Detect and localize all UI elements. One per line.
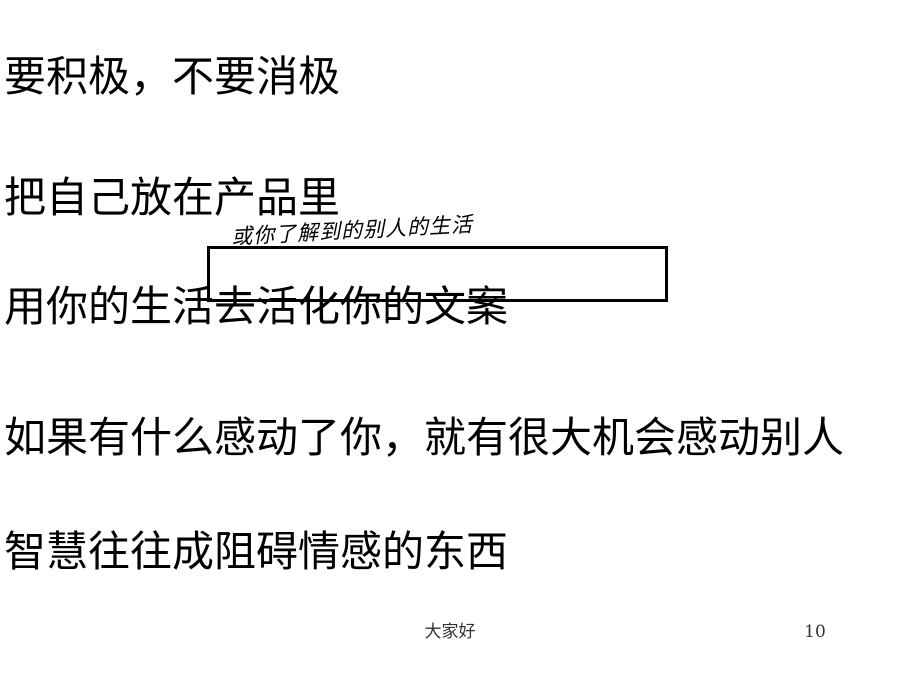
slide-line-2: 把自己放在产品里 (4, 173, 341, 222)
page-number: 10 (804, 622, 826, 642)
slide-line-3: 用你的生活去活化你的文案 (4, 282, 509, 331)
slide-line-4: 如果有什么感动了你，就有很大机会感动别人 (4, 413, 845, 462)
slide-line-1: 要积极，不要消极 (4, 52, 341, 101)
annotation-box (207, 246, 668, 302)
slide-line-5: 智慧往往成阻碍情感的东西 (4, 527, 509, 576)
footer-text: 大家好 (424, 622, 476, 642)
